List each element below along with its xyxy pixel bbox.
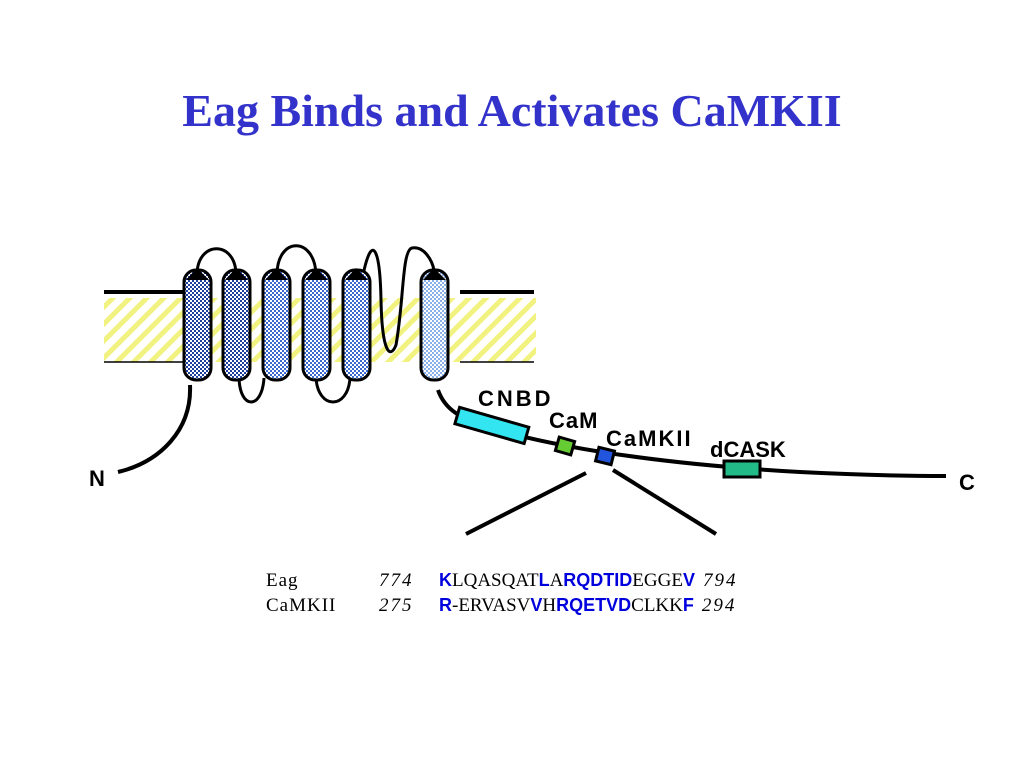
zoom-line-left [465,471,587,536]
conserved-residue: R [439,595,452,615]
slide-title: Eag Binds and Activates CaMKII [182,85,842,136]
conserved-residue: V [530,595,543,615]
helix-s6 [419,268,450,382]
sequence-segment: CLKK [631,595,683,616]
n-terminus-label: N [89,466,105,491]
camkii-binding-site-box [593,445,617,467]
sequence-segment: LQASQAT [452,570,539,591]
camkii-label: CaMKII [606,426,693,451]
sequence-segment: A [549,570,564,591]
cnbd-domain-box [453,405,531,446]
n-terminal-tail [117,384,193,474]
sequence-segment: H [542,595,557,616]
conserved-residue: RQETVD [556,595,632,615]
helix-s2 [221,268,252,382]
conserved-residue: K [439,570,452,590]
conserved-residue: V [682,570,695,590]
sequence-name: CaMKII [266,595,337,616]
helix-s1 [182,268,213,382]
cnbd-label: CNBD [478,386,554,411]
conserved-residue: L [538,570,550,590]
sequence-start-number: 774 [379,570,414,591]
c-terminus-label: C [959,470,975,495]
zoom-line-right [611,468,718,536]
transmembrane-loops [195,244,436,404]
helix-s4 [301,268,332,382]
sequence-end-number: 294 [701,595,737,616]
dcask-binding-site-box [722,459,762,479]
helix-s5 [341,268,372,382]
sequence-segment: EGGE [632,570,683,591]
alignment-row: Eag 774 KLQASQATLARQDTIDEGGEV 794 [266,568,737,593]
cam-binding-site-box [553,435,577,457]
sequence-end-number: 794 [702,570,738,591]
alignment-row: CaMKII 275 R-ERVASVVHRQETVDCLKKF 294 [266,593,737,618]
conserved-residue: F [682,595,694,615]
cam-label: CaM [549,408,598,433]
dcask-label: dCASK [710,437,786,462]
helix-s3 [261,268,292,382]
sequence-name: Eag [266,570,299,591]
conserved-residue: RQDTID [563,570,633,590]
sequence-segment: -ERVASV [452,595,531,616]
sequence-start-number: 275 [379,595,414,616]
